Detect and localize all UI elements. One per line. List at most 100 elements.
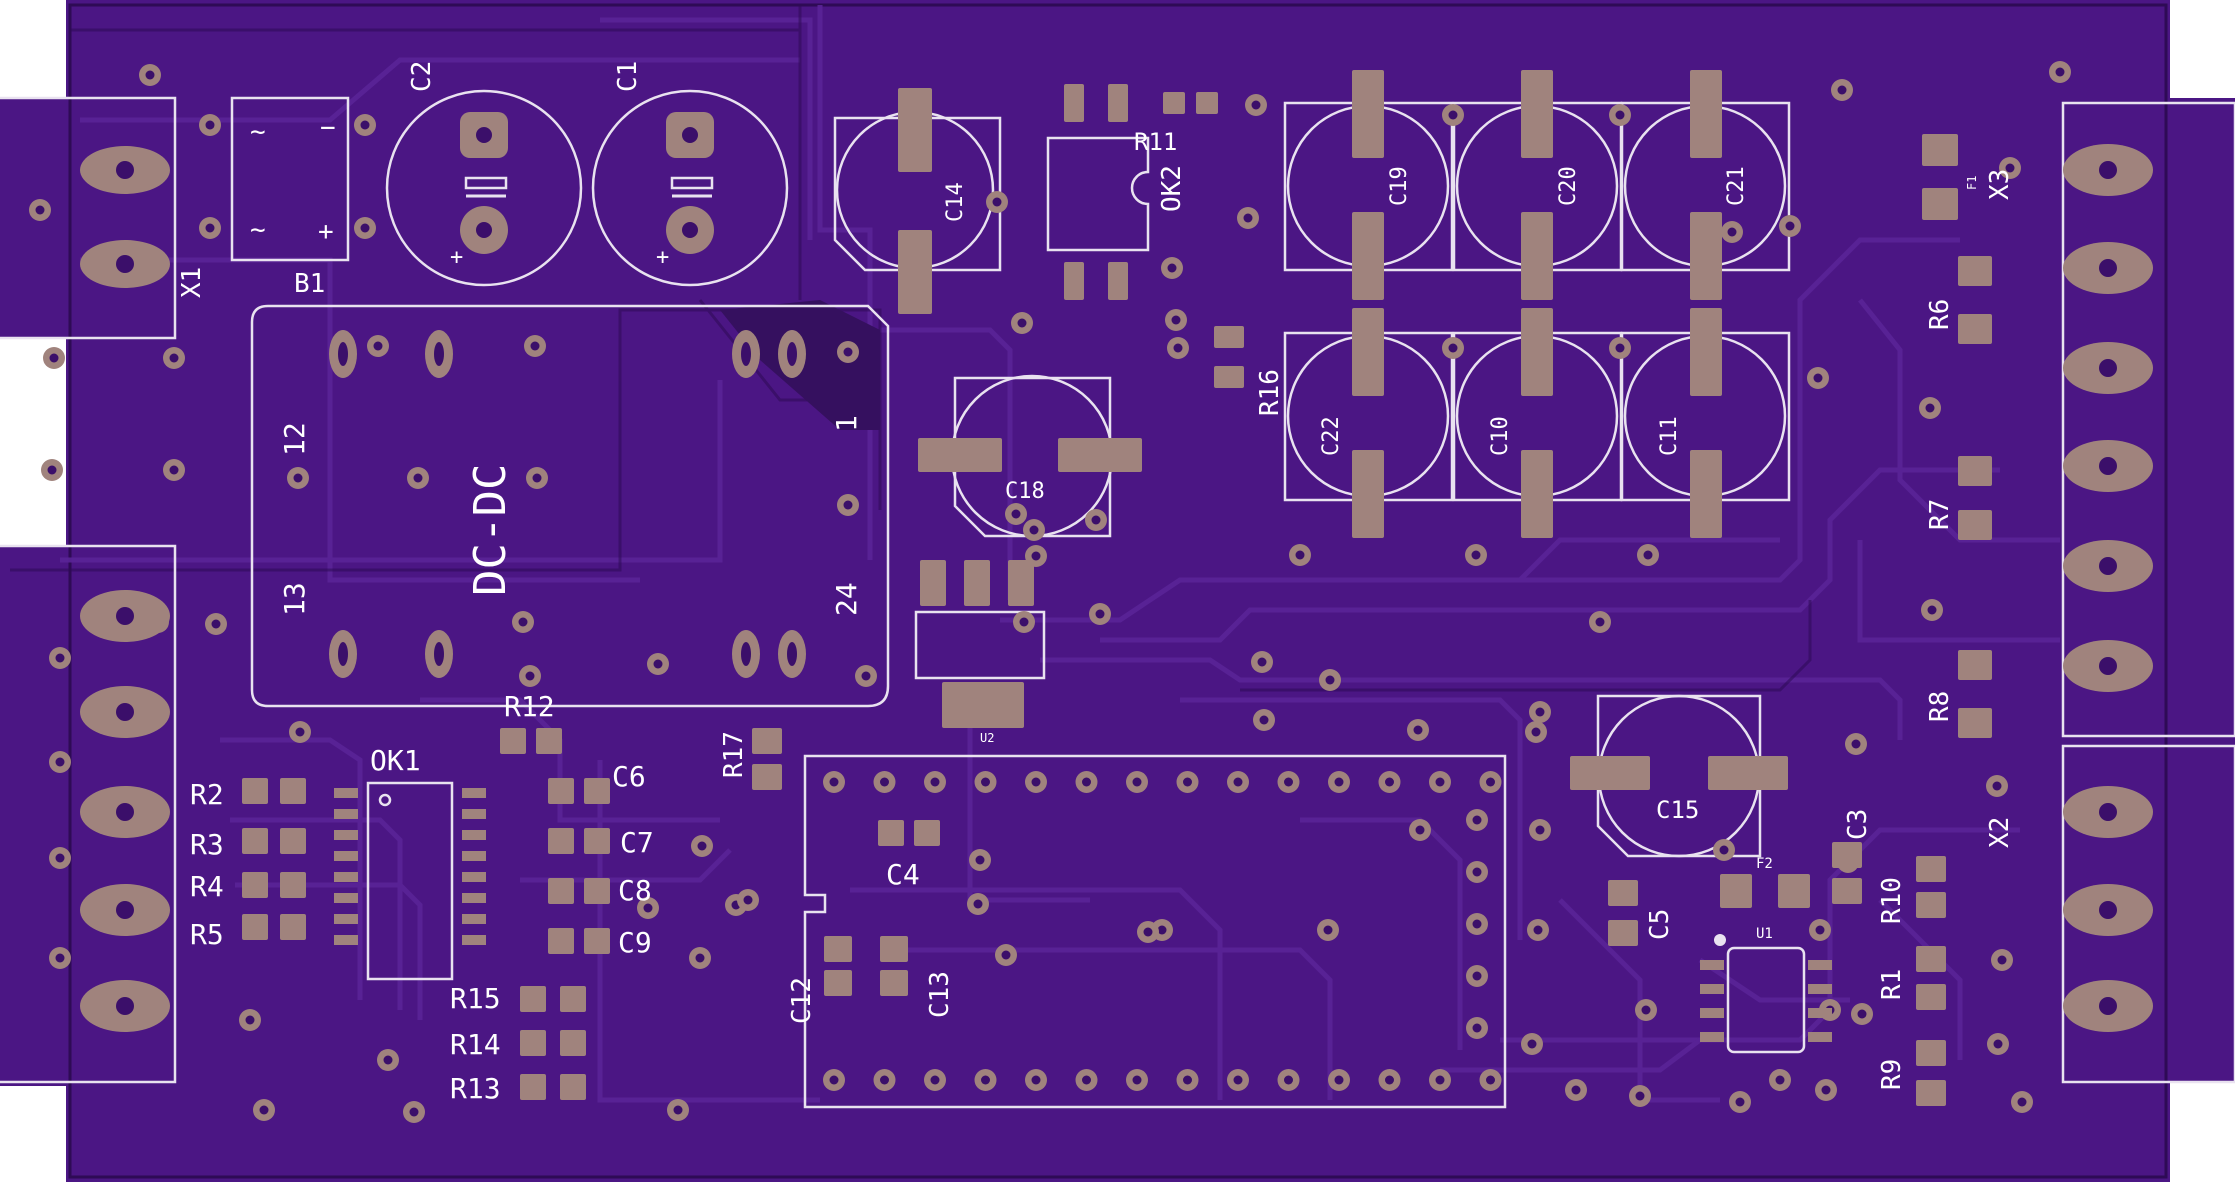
via-hole-49 bbox=[1171, 315, 1181, 325]
via-hole-43 bbox=[1031, 551, 1041, 561]
ok1-pad-l-5 bbox=[334, 893, 358, 903]
label-C18: C18 bbox=[1005, 479, 1045, 504]
label-C15: C15 bbox=[1656, 796, 1699, 824]
header-pin-hole-32 bbox=[1472, 1023, 1482, 1033]
via-hole-56 bbox=[1448, 343, 1458, 353]
via-hole-7 bbox=[169, 353, 179, 363]
smd-pad-50 bbox=[548, 828, 574, 854]
right-conn-pad-7-hole bbox=[2099, 901, 2117, 919]
ok1-pad-l-6 bbox=[334, 914, 358, 924]
smd-pad-24 bbox=[920, 560, 946, 606]
via-hole-82 bbox=[1857, 1009, 1867, 1019]
via-hole-66 bbox=[1925, 403, 1935, 413]
smd-pad-44 bbox=[242, 872, 268, 898]
smd-pad-41 bbox=[280, 778, 306, 804]
ok1-pad-l-3 bbox=[334, 851, 358, 861]
module-pin-pad-hole-5 bbox=[434, 642, 444, 666]
label-R8: R8 bbox=[1925, 691, 1955, 722]
smd-pad-46 bbox=[242, 914, 268, 940]
header-pin-hole-27 bbox=[1486, 1075, 1495, 1085]
label-C6: C6 bbox=[612, 760, 646, 793]
module-pin-pad-hole-2 bbox=[741, 342, 751, 366]
ok1-pad-l-7 bbox=[334, 935, 358, 945]
smd-pad-21 bbox=[1521, 450, 1553, 538]
via-hole-97 bbox=[1775, 1075, 1785, 1085]
via-hole-4 bbox=[205, 223, 215, 233]
header-pin-hole-21 bbox=[1183, 1075, 1192, 1085]
smd-pad-14 bbox=[1521, 70, 1553, 158]
via-hole-33 bbox=[697, 841, 707, 851]
smd-pad-65 bbox=[824, 970, 852, 996]
via-hole-48 bbox=[1167, 263, 1177, 273]
smd-pad-56 bbox=[520, 986, 546, 1012]
smd-pad-25 bbox=[964, 560, 990, 606]
via-hole-53 bbox=[1295, 550, 1305, 560]
right-conn-pad-0-hole bbox=[2099, 161, 2117, 179]
header-pin-hole-19 bbox=[1082, 1075, 1091, 1085]
label-R6: R6 bbox=[1925, 299, 1955, 330]
smd-pad-39 bbox=[752, 764, 782, 790]
smd-pad-38 bbox=[752, 728, 782, 754]
smd-pad-7 bbox=[898, 230, 932, 314]
smd-pad-34 bbox=[1958, 650, 1992, 680]
smd-pad-48 bbox=[548, 778, 574, 804]
label-F1: F1 bbox=[1965, 176, 1979, 190]
label-R5: R5 bbox=[190, 918, 224, 951]
header-pin-hole-4 bbox=[1031, 777, 1041, 787]
via-hole-58 bbox=[1448, 110, 1458, 120]
via-hole-38 bbox=[1001, 950, 1011, 960]
smd-pad-59 bbox=[560, 1030, 586, 1056]
header-pin-hole-31 bbox=[1472, 971, 1482, 981]
label-C22: C22 bbox=[1319, 416, 1344, 456]
via-hole-11 bbox=[530, 341, 540, 351]
smd-pad-70 bbox=[1720, 874, 1752, 908]
via-hole-59 bbox=[1615, 110, 1625, 120]
via-hole-37 bbox=[695, 953, 705, 963]
via-hole-18 bbox=[525, 671, 535, 681]
smd-pad-54 bbox=[548, 928, 574, 954]
via-hole-65 bbox=[2055, 67, 2065, 77]
label-R14: R14 bbox=[450, 1028, 501, 1061]
module-pin-12: 12 bbox=[278, 422, 311, 456]
via-hole-54 bbox=[1471, 550, 1481, 560]
label-C13: C13 bbox=[925, 971, 955, 1018]
smd-pad-66 bbox=[880, 936, 908, 962]
via-hole-93 bbox=[1325, 675, 1335, 685]
u1-pad-r-3 bbox=[1808, 1032, 1832, 1042]
via-hole-19 bbox=[653, 659, 663, 669]
smd-pad-0 bbox=[1163, 92, 1185, 114]
via-hole-85 bbox=[1571, 1085, 1581, 1095]
right-conn-pad-8-hole bbox=[2099, 997, 2117, 1015]
smd-pad-64 bbox=[824, 936, 852, 962]
pad-group bbox=[242, 70, 1992, 1106]
smd-pad-5 bbox=[1108, 262, 1128, 300]
module-label: DC-DC bbox=[465, 464, 516, 596]
via-hole-75 bbox=[1323, 925, 1333, 935]
via-hole-68 bbox=[1992, 781, 2002, 791]
smd-pad-22 bbox=[1690, 308, 1722, 396]
via-hole-34 bbox=[643, 903, 653, 913]
smd-pad-43 bbox=[280, 828, 306, 854]
ok1-pad-r-4 bbox=[462, 872, 486, 882]
via-hole-40 bbox=[973, 899, 983, 909]
smd-pad-80 bbox=[1916, 1040, 1946, 1066]
ok1-pad-l-2 bbox=[334, 830, 358, 840]
smd-pad-61 bbox=[560, 1074, 586, 1100]
smd-pad-13 bbox=[1352, 212, 1384, 300]
smd-pad-27 bbox=[942, 682, 1024, 728]
u1-pin1-dot bbox=[1714, 934, 1726, 946]
module-pin-pad-hole-3 bbox=[787, 342, 797, 366]
ok1-pad-r-1 bbox=[462, 809, 486, 819]
smd-pad-73 bbox=[1832, 878, 1862, 904]
header-pin-hole-8 bbox=[1233, 777, 1243, 787]
via-hole-89 bbox=[1535, 707, 1545, 717]
bridge-ac-2: ~ bbox=[250, 215, 266, 245]
via-hole-12 bbox=[413, 473, 423, 483]
via-hole-84 bbox=[1635, 1091, 1645, 1101]
label-C21: C21 bbox=[1724, 166, 1749, 206]
right-conn-pad-6-hole bbox=[2099, 803, 2117, 821]
module-pin-pad-hole-7 bbox=[787, 642, 797, 666]
header-pin-hole-29 bbox=[1472, 867, 1482, 877]
smd-pad-40 bbox=[242, 778, 268, 804]
smd-pad-53 bbox=[584, 878, 610, 904]
